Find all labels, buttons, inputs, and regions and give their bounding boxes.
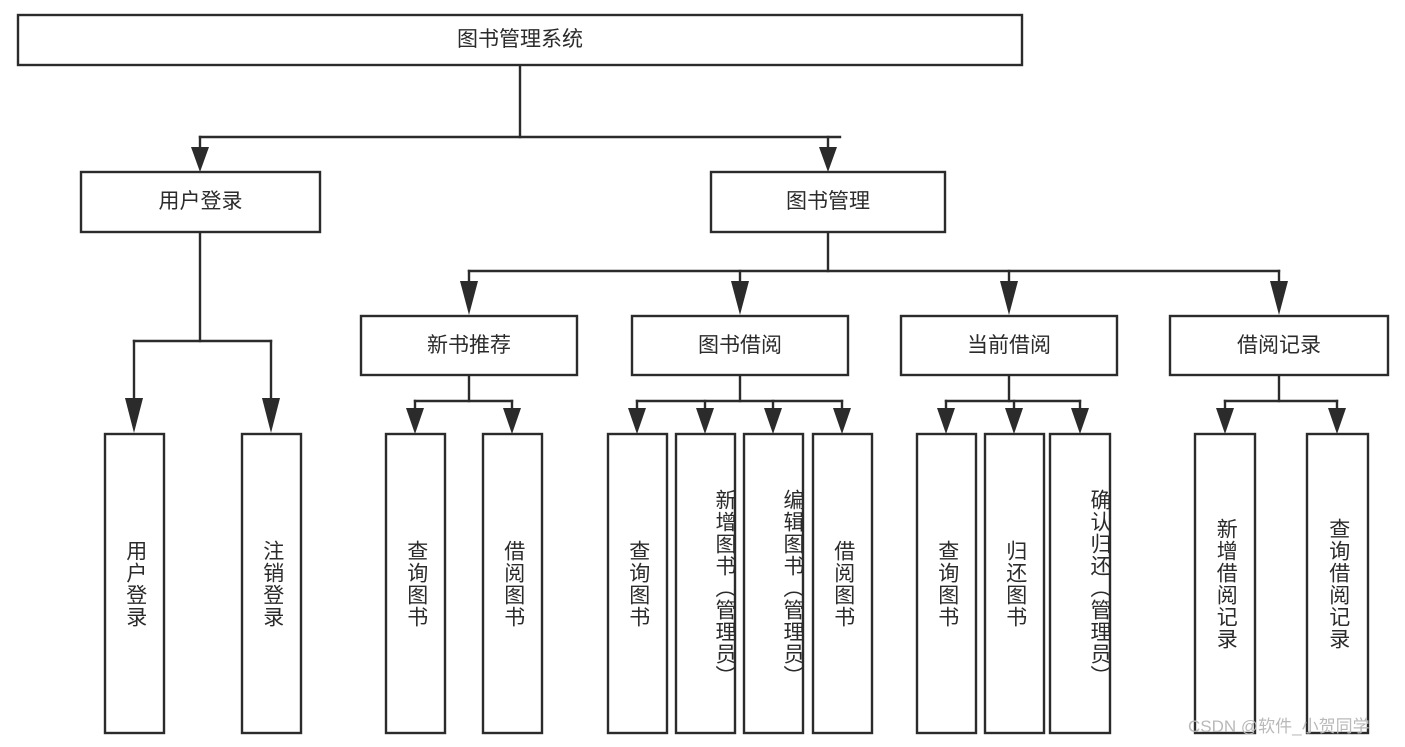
connector-bookborrow-to-leaves: [628, 373, 851, 434]
node-root[interactable]: [16, 13, 1024, 67]
node-leaf-borrow-book-1[interactable]: [481, 432, 544, 735]
node-leaf-add-book[interactable]: [674, 432, 737, 735]
connector-currentborrow-to-leaves: [937, 373, 1089, 434]
node-leaf-borrow-book-2[interactable]: [811, 432, 874, 735]
node-leaf-query-book-2[interactable]: [606, 432, 669, 735]
node-leaf-user-login[interactable]: [103, 432, 166, 735]
connector-newbook-to-leaves: [406, 373, 521, 434]
node-leaf-query-book-1[interactable]: [384, 432, 447, 735]
node-book-management[interactable]: [709, 170, 947, 234]
connector-bookmgmt-to-level3: [460, 230, 1288, 315]
node-book-borrow[interactable]: [630, 314, 850, 377]
node-borrow-record[interactable]: [1168, 314, 1390, 377]
connector-borrowrecord-to-leaves: [1216, 373, 1346, 434]
node-leaf-edit-book[interactable]: [742, 432, 805, 735]
node-current-borrow[interactable]: [899, 314, 1119, 377]
node-user-login[interactable]: [79, 170, 322, 234]
node-leaf-return-book[interactable]: [983, 432, 1046, 735]
connector-root-to-level2: [191, 63, 842, 172]
node-leaf-query-book-3[interactable]: [915, 432, 978, 735]
node-new-book-recommend[interactable]: [359, 314, 579, 377]
node-leaf-query-record[interactable]: [1305, 432, 1370, 735]
node-leaf-add-record[interactable]: [1193, 432, 1257, 735]
connector-userlogin-to-leaves: [125, 230, 280, 433]
node-leaf-logout[interactable]: [240, 432, 303, 735]
node-leaf-confirm-return[interactable]: [1048, 432, 1112, 735]
